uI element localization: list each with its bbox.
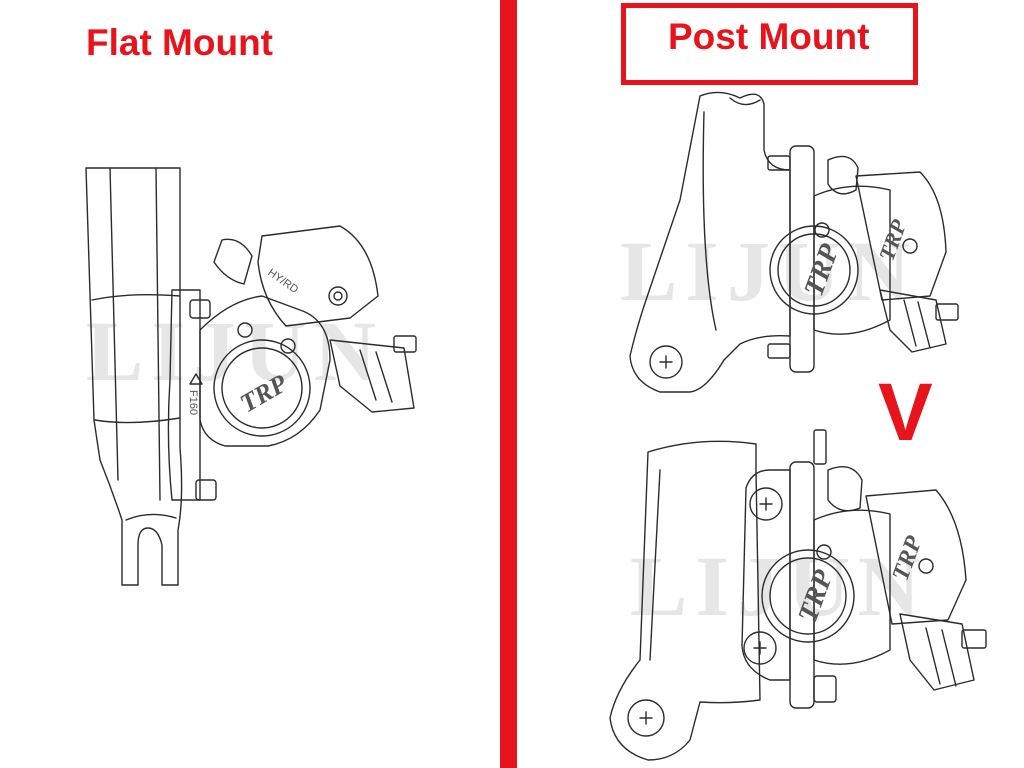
- center-divider: [500, 0, 517, 768]
- fork-leg: [85, 167, 183, 586]
- post-mount-label: Post Mount: [668, 16, 870, 57]
- flat-mount-adapter: F160: [167, 289, 217, 501]
- frame-dropout-bottom: [609, 440, 761, 761]
- flat-mount-label: Flat Mount: [86, 22, 274, 63]
- post-mount-illustration-bottom: TRP TRP: [609, 429, 987, 761]
- watermarks: LIJUN LIJUN LIJUN: [86, 223, 928, 634]
- frame-dropout-top: [629, 91, 791, 393]
- watermark-top-right: LIJUN: [620, 223, 918, 319]
- watermark-bottom-right: LIJUN: [630, 538, 928, 634]
- check-mark: V: [878, 367, 933, 458]
- post-mount-highlight-box: [621, 3, 918, 85]
- model-text: HY/RD: [265, 267, 300, 296]
- flat-cable-adjuster: [329, 335, 417, 413]
- rotor-size-text: F160: [187, 390, 199, 415]
- flat-mount-illustration: F160 TRP HY/RD: [85, 167, 417, 586]
